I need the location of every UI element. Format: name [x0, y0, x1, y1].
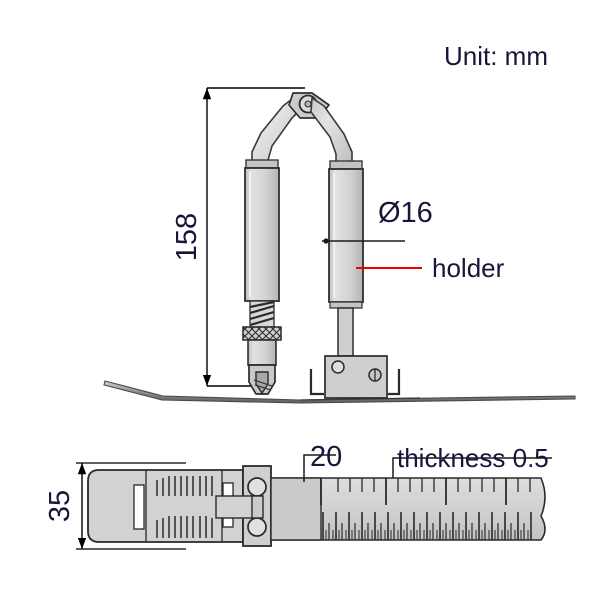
base-leg-left: [309, 369, 324, 396]
clamp-serrations-lower: [156, 516, 213, 538]
tape-graduations-bottom: [322, 512, 532, 540]
probe-tip-threads: [253, 379, 273, 391]
tape-body: [270, 477, 546, 541]
knurled-band: [242, 326, 282, 341]
diameter-16-dot: [323, 238, 329, 244]
thickness-label: thickness 0.5: [397, 443, 549, 473]
dimension-20-leader: [303, 454, 336, 468]
tape-hook-zone: [270, 477, 322, 541]
dimension-35-label: 35: [44, 490, 76, 522]
base-leg-right: [388, 369, 401, 396]
plan-view: 35: [44, 441, 552, 550]
clamp-slot-left: [133, 484, 145, 530]
sheet-profile: [103, 380, 576, 404]
callout-holder: holder: [356, 253, 505, 283]
clamp-serrations-upper: [156, 476, 213, 496]
holder-shaft: [337, 307, 354, 357]
pivot-neck: [250, 495, 264, 519]
diameter-16-label: Ø16: [378, 197, 433, 229]
probe-lower-stem: [247, 339, 277, 366]
holder-collar-bottom: [329, 301, 363, 309]
workpiece-sheet: [103, 380, 576, 404]
dimension-158-label: 158: [171, 213, 203, 261]
sheet-top-edge: [299, 397, 421, 401]
pivot-block: [215, 465, 272, 547]
dimension-20: 20: [303, 441, 342, 482]
pivot-roller-lower: [247, 517, 267, 537]
base-hole: [331, 360, 345, 374]
holder-collar-top: [329, 160, 363, 170]
holder-assembly: [310, 97, 364, 357]
callout-diameter-16: Ø16: [322, 197, 433, 244]
spring-coils: [249, 300, 275, 327]
tape-blade: [270, 477, 546, 541]
probe-collar-top: [245, 159, 279, 169]
dimension-20-label: 20: [310, 441, 342, 473]
hinge-pivot-pin: [304, 100, 312, 108]
dimension-158: 158: [171, 87, 305, 387]
front-elevation-view: 158: [103, 87, 576, 404]
base-foot: [309, 355, 401, 399]
thickness-leader: [392, 457, 552, 478]
clamp-outer-shell: [87, 469, 244, 543]
unit-note: Unit: mm: [444, 41, 548, 71]
pivot-roller-upper: [247, 477, 267, 497]
tape-graduations-top: [320, 478, 531, 505]
callout-thickness: thickness 0.5: [392, 443, 552, 478]
dimension-35: 35: [44, 462, 186, 550]
probe-spring: [249, 300, 275, 328]
holder-label: holder: [432, 253, 505, 283]
pivot-tongue: [215, 495, 253, 519]
